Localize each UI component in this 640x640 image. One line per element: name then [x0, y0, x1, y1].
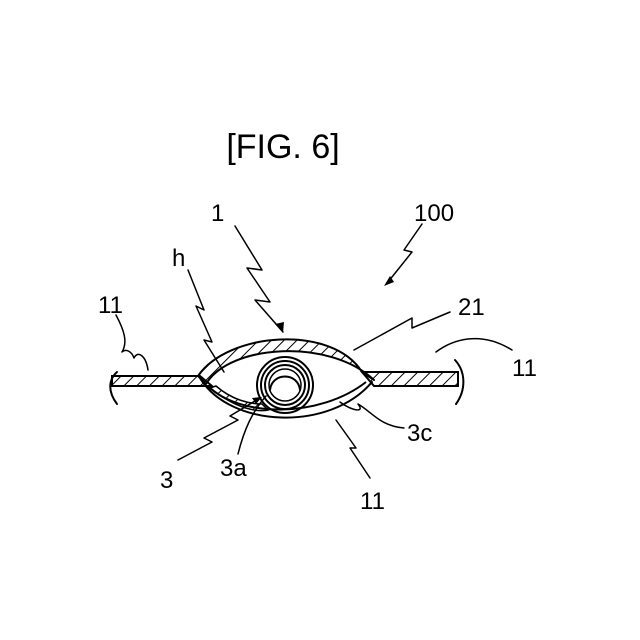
left-sheet-11 — [110, 372, 212, 404]
leader-11-bottom — [336, 420, 370, 478]
leader-11-left — [116, 315, 148, 370]
label-11-bottom: 11 — [360, 488, 385, 515]
label-11-left: 11 — [98, 292, 123, 319]
label-3: 3 — [160, 467, 173, 494]
label-3a: 3a — [220, 455, 247, 482]
leader-3c — [340, 402, 404, 428]
label-11-right: 11 — [512, 355, 537, 382]
label-1: 1 — [211, 200, 224, 227]
right-sheet-11 — [362, 360, 463, 404]
leader-11-right — [436, 339, 512, 352]
leader-100 — [388, 224, 422, 282]
leader-1 — [235, 226, 283, 332]
label-3c: 3c — [407, 420, 432, 447]
label-21: 21 — [458, 294, 485, 321]
central-core-element — [257, 357, 313, 413]
label-h: h — [172, 245, 185, 272]
figure-title: [FIG. 6] — [226, 128, 339, 166]
label-100: 100 — [414, 200, 454, 227]
leader-21 — [354, 312, 450, 350]
